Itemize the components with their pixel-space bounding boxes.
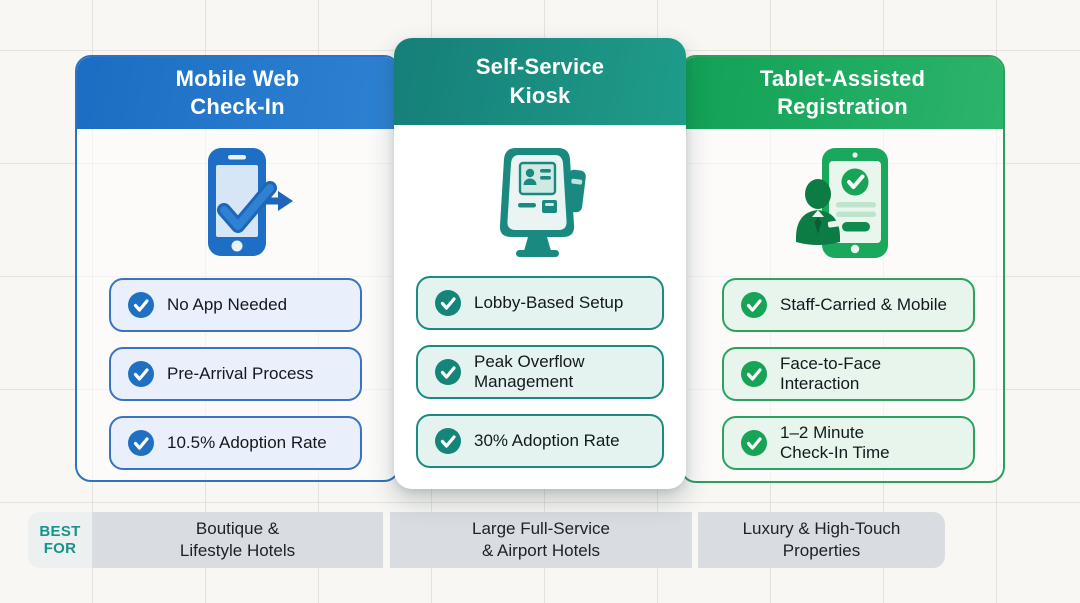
feature-text: Pre-Arrival Process — [167, 364, 314, 384]
check-circle-icon — [128, 292, 154, 318]
kiosk-icon — [480, 141, 600, 263]
check-circle-icon — [435, 428, 461, 454]
best-for-tablet: Luxury & High-Touch Properties — [698, 512, 945, 568]
feature-pill: 1–2 Minute Check-In Time — [722, 416, 975, 470]
column-header-tablet: Tablet-Assisted Registration — [682, 57, 1003, 129]
check-circle-icon — [741, 292, 767, 318]
smartphone-checkmark-icon — [180, 143, 300, 265]
best-for-mobile-web: Boutique & Lifestyle Hotels — [92, 512, 383, 568]
feature-pill: Staff-Carried & Mobile — [722, 278, 975, 332]
column-mobile-web-checkin: Mobile Web Check-In No App Needed Pre-Ar… — [75, 55, 400, 482]
check-circle-icon — [435, 359, 461, 385]
feature-pill: Peak Overflow Management — [416, 345, 664, 399]
check-circle-icon — [741, 361, 767, 387]
check-circle-icon — [435, 290, 461, 316]
column-tablet-assisted-registration: Tablet-Assisted Registration Staff-Carri… — [680, 55, 1005, 483]
feature-text: Staff-Carried & Mobile — [780, 295, 947, 315]
best-for-kiosk: Large Full-Service & Airport Hotels — [390, 512, 692, 568]
column-header-mobile-web: Mobile Web Check-In — [77, 57, 398, 129]
column-self-service-kiosk: Self-Service Kiosk Lobby-Based Setup Pea… — [394, 38, 686, 489]
tablet-staff-icon — [788, 143, 908, 265]
feature-text: Peak Overflow Management — [474, 352, 585, 391]
feature-text: No App Needed — [167, 295, 288, 315]
feature-text: Lobby-Based Setup — [474, 293, 624, 313]
check-circle-icon — [128, 430, 154, 456]
feature-text: 1–2 Minute Check-In Time — [780, 423, 890, 462]
feature-pill: Pre-Arrival Process — [109, 347, 362, 401]
feature-text: 30% Adoption Rate — [474, 431, 620, 451]
feature-text: 10.5% Adoption Rate — [167, 433, 327, 453]
best-for-label: BEST FOR — [28, 512, 92, 568]
check-circle-icon — [741, 430, 767, 456]
column-header-kiosk: Self-Service Kiosk — [394, 38, 686, 125]
feature-pill: Face-to-Face Interaction — [722, 347, 975, 401]
feature-pill: No App Needed — [109, 278, 362, 332]
feature-pill: 30% Adoption Rate — [416, 414, 664, 468]
check-circle-icon — [128, 361, 154, 387]
feature-pill: 10.5% Adoption Rate — [109, 416, 362, 470]
feature-pill: Lobby-Based Setup — [416, 276, 664, 330]
feature-text: Face-to-Face Interaction — [780, 354, 882, 393]
